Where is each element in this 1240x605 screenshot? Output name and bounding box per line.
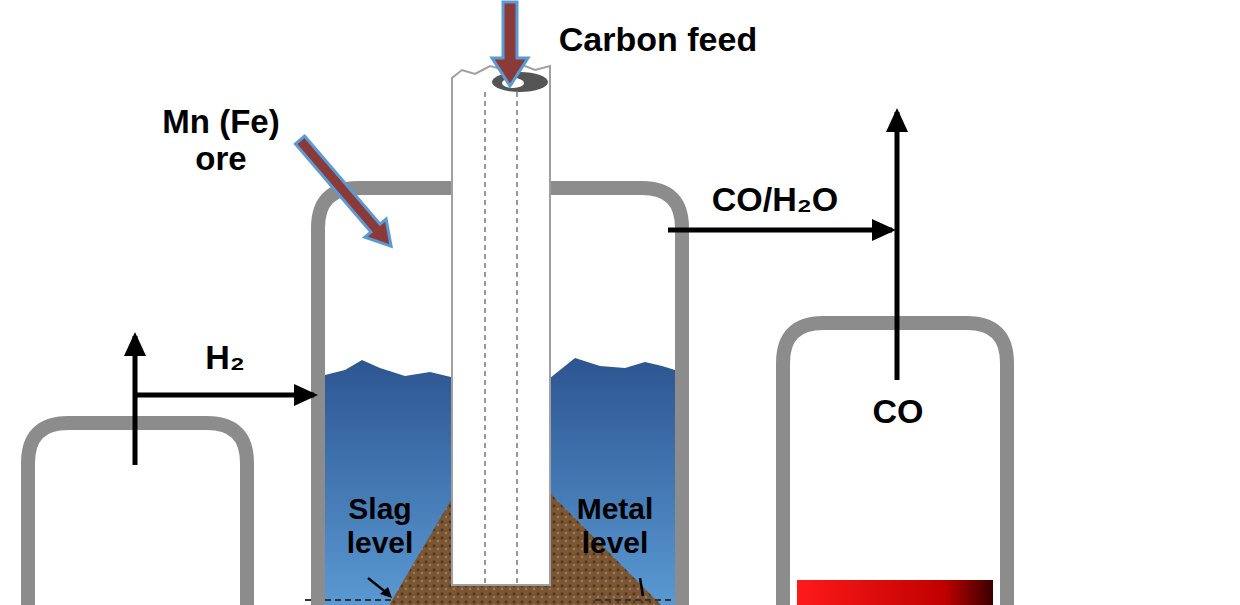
feed-arrow <box>289 131 401 256</box>
gas-line <box>895 112 900 380</box>
electrode-bore <box>492 72 548 92</box>
feed-arrow <box>492 2 528 86</box>
leader-line <box>640 578 643 596</box>
label: CO <box>858 392 938 430</box>
metal-level-mark <box>595 599 672 601</box>
gas-line <box>133 336 138 465</box>
bore-line <box>517 92 518 585</box>
label: Slag level <box>328 492 432 559</box>
leader-head <box>380 587 392 598</box>
label: Mn (Fe) ore <box>135 104 307 178</box>
electrode <box>452 64 550 585</box>
label: CO/H₂O <box>690 180 860 218</box>
bore-line <box>485 92 486 585</box>
label: H₂ <box>190 338 260 376</box>
label: Metal level <box>556 492 674 559</box>
gas-line <box>668 228 892 233</box>
metal-bath <box>797 580 993 605</box>
label: Carbon feed <box>538 20 778 58</box>
gas-line <box>133 393 314 398</box>
